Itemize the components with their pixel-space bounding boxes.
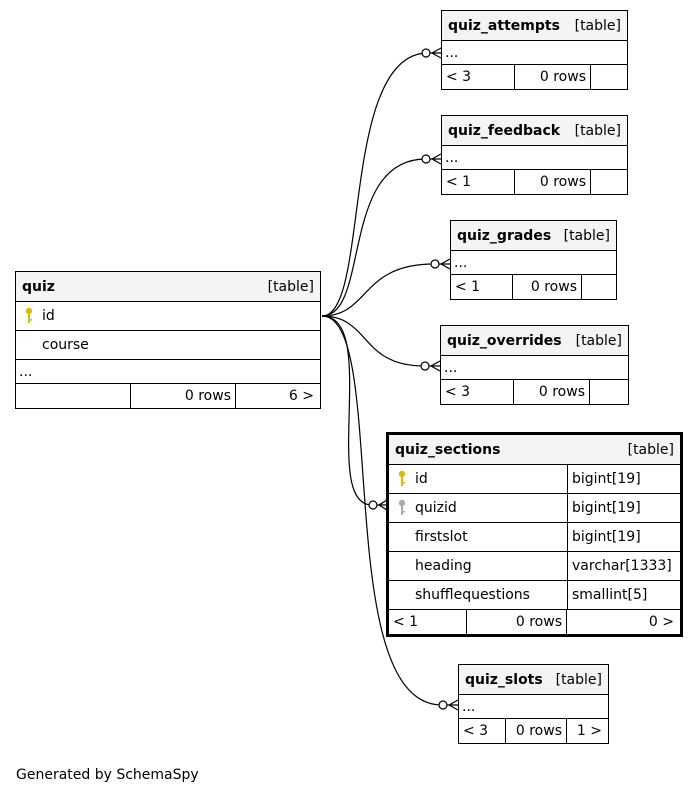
more-columns: ... [451,250,616,274]
child-count [591,65,627,89]
column-type: bigint[19] [567,494,680,522]
table-stats: < 3 0 rows [442,64,627,89]
table-kind: [table] [563,227,610,244]
table-header: quiz_overrides [table] [441,326,628,355]
more-columns: ... [459,694,608,718]
parent-count [16,384,130,408]
table-name: quiz_attempts [448,17,560,34]
table-kind: [table] [627,441,674,458]
column-type: smallint[5] [567,581,680,609]
child-count: 1 > [576,723,602,739]
row-count: 0 rows [130,384,236,408]
table-name: quiz_feedback [448,122,561,139]
child-count: 0 > [648,614,674,630]
column-row: id [16,301,320,330]
column-row: heading varchar[1333] [389,551,680,580]
column-row: firstslot bigint[19] [389,522,680,551]
column-name: heading [415,558,472,574]
edge-quiz-grades [321,263,435,317]
table-quiz-overrides[interactable]: quiz_overrides [table] ... < 3 0 rows [440,325,629,405]
table-name: quiz_grades [457,227,552,244]
more-columns: ... [16,359,320,383]
table-stats: < 3 0 rows 1 > [459,718,608,743]
table-stats: < 3 0 rows [441,379,628,404]
parent-count: < 1 [455,279,481,295]
table-quiz-slots[interactable]: quiz_slots [table] ... < 3 0 rows 1 > [458,664,609,744]
table-quiz-grades[interactable]: quiz_grades [table] ... < 1 0 rows [450,220,617,300]
child-count [590,380,628,404]
ellipsis: ... [445,44,459,61]
primary-key-icon [395,470,409,488]
parent-count: < 1 [446,174,472,190]
ellipsis: ... [445,149,459,166]
table-kind: [table] [575,332,622,349]
table-name: quiz_sections [395,441,501,458]
column-row: quizid bigint[19] [389,493,680,522]
table-header: quiz [table] [16,272,320,301]
column-type: bigint[19] [567,465,680,493]
table-stats: < 1 0 rows 0 > [389,609,680,634]
table-quiz-sections[interactable]: quiz_sections [table] id bigint[19] quiz… [386,432,683,637]
column-name: course [42,337,89,353]
table-header: quiz_grades [table] [451,221,616,250]
table-name: quiz_overrides [447,332,562,349]
ellipsis: ... [454,254,468,271]
primary-key-icon [22,307,36,325]
parent-count: < 1 [393,614,419,630]
child-count: 6 > [288,388,314,404]
more-columns: ... [442,145,627,169]
edge-quiz-slots [321,315,443,706]
parent-count: < 3 [463,723,489,739]
generated-by-footer: Generated by SchemaSpy [16,767,199,783]
more-columns: ... [441,355,628,379]
column-name: firstslot [415,529,468,545]
ellipsis: ... [462,698,476,715]
table-quiz[interactable]: quiz [table] id course ... 0 rows 6 > [15,271,321,409]
column-name: quizid [415,500,457,516]
parent-count: < 3 [445,384,471,400]
table-header: quiz_feedback [table] [442,116,627,145]
table-quiz-attempts[interactable]: quiz_attempts [table] ... < 3 0 rows [441,10,628,90]
table-kind: [table] [574,17,621,34]
ellipsis: ... [19,363,33,380]
table-stats: < 1 0 rows [442,169,627,194]
foreign-key-icon [395,499,409,517]
ellipsis: ... [444,359,458,376]
edge-quiz-overrides [321,315,425,367]
more-columns: ... [442,40,627,64]
column-name: id [415,471,428,487]
table-header: quiz_attempts [table] [442,11,627,40]
column-type: varchar[1333] [567,552,680,580]
row-count: 0 rows [466,610,567,634]
table-stats: 0 rows 6 > [16,383,320,408]
column-row: shufflequestions smallint[5] [389,580,680,609]
column-name: id [42,308,55,324]
child-count [582,275,616,299]
table-name: quiz [22,278,55,295]
column-name: shufflequestions [415,587,530,603]
edge-quiz-feedback [321,158,426,317]
column-row: course [16,330,320,359]
column-row: id bigint[19] [389,464,680,493]
column-type: bigint[19] [567,523,680,551]
row-count: 0 rows [514,170,591,194]
edge-quiz-attempts [321,52,426,317]
table-quiz-feedback[interactable]: quiz_feedback [table] ... < 1 0 rows [441,115,628,195]
row-count: 0 rows [512,275,582,299]
table-header: quiz_sections [table] [389,435,680,464]
table-kind: [table] [555,671,602,688]
row-count: 0 rows [514,65,591,89]
row-count: 0 rows [505,719,567,743]
row-count: 0 rows [513,380,590,404]
table-kind: [table] [267,278,314,295]
child-count [591,170,627,194]
table-header: quiz_slots [table] [459,665,608,694]
edge-quiz-sections [321,315,373,506]
table-name: quiz_slots [465,671,543,688]
table-kind: [table] [574,122,621,139]
table-stats: < 1 0 rows [451,274,616,299]
parent-count: < 3 [446,69,472,85]
